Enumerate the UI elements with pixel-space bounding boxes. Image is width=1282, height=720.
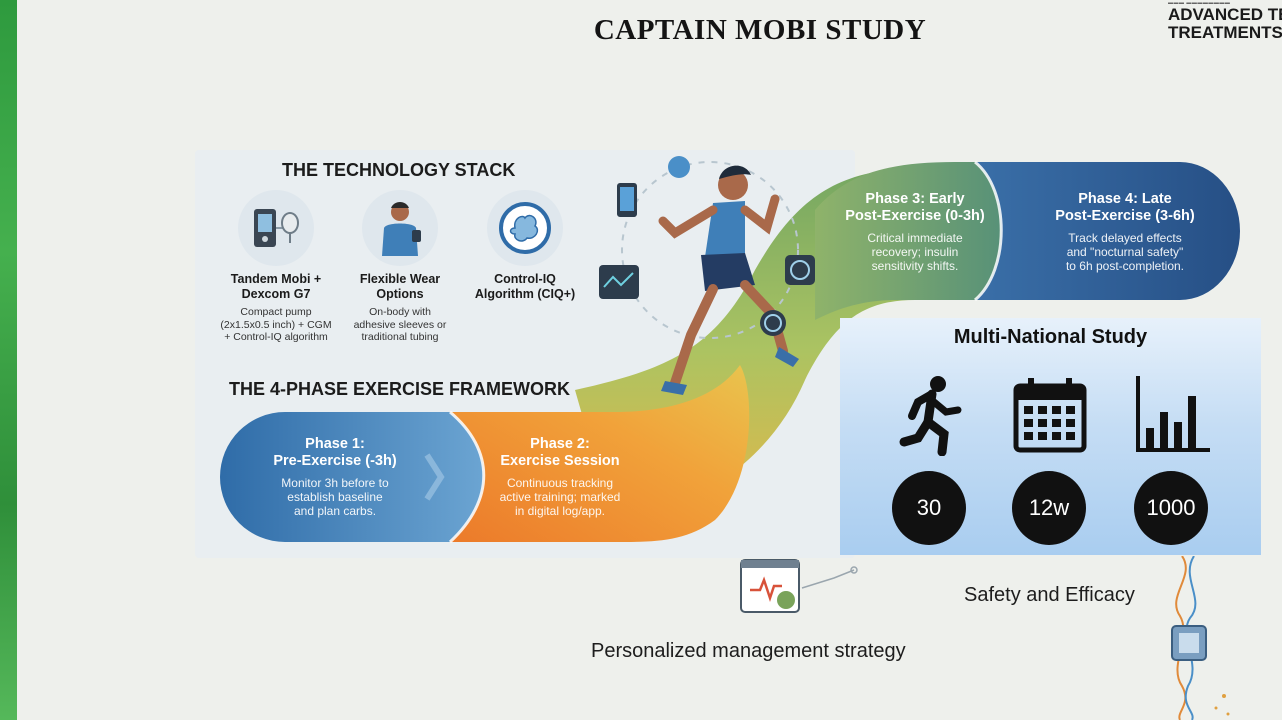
infographic-panel: THE TECHNOLOGY STACK Tandem Mobi + Dexco… <box>195 150 1260 558</box>
study-heading: Multi-National Study <box>953 326 1148 348</box>
phase-4-shape <box>975 162 1240 300</box>
phase-2-shape <box>450 365 750 542</box>
phase-1-shape <box>220 412 495 542</box>
phase-arrow <box>424 453 445 501</box>
app-log-icon <box>740 559 858 613</box>
tech-wear-desc: On-body with adhesive sleeves or traditi… <box>353 306 447 343</box>
runner-icon <box>899 376 962 456</box>
phase-4-card: Phase 4: Late Post-Exercise (3-6h) Track… <box>1030 191 1220 273</box>
tech-wear-name: Flexible Wear Options <box>359 272 441 301</box>
phase-4-title: Phase 4: Late Post-Exercise (3-6h) <box>1055 191 1195 224</box>
logo-fine-print: ▬▬▬ ▬▬▬▬▬▬▬▬ <box>1168 0 1231 6</box>
logo-line-1: ADVANCED TEC <box>1168 5 1282 24</box>
multi-national-study-box: Multi-National Study 30 12w 1000 <box>840 318 1261 555</box>
phase-3-desc: Critical immediate recovery; insulin sen… <box>867 231 963 273</box>
slide-title: CAPTAIN MOBI STUDY <box>593 14 927 46</box>
tech-item-wear: Flexible Wear Options On-body with adhes… <box>338 190 462 344</box>
strategy-caption: Personalized management strategy <box>591 640 906 662</box>
left-green-band <box>0 0 17 720</box>
phase-1-title: Phase 1: Pre-Exercise (-3h) <box>273 436 397 469</box>
phase-2-desc: Continuous tracking active training; mar… <box>499 476 621 518</box>
framework-heading: THE 4-PHASE EXERCISE FRAMEWORK <box>229 379 571 399</box>
stat-total: 1000 <box>1134 471 1208 545</box>
phase-3-shape <box>815 162 1030 320</box>
tech-item-algorithm: Control-IQ Algorithm (CIQ+) <box>465 190 585 302</box>
phase-1-desc: Monitor 3h before to establish baseline … <box>281 476 389 518</box>
wearer-icon <box>362 190 438 266</box>
insulin-pump-icon <box>238 190 314 266</box>
tech-algorithm-name: Control-IQ Algorithm (CIQ+) <box>474 272 576 301</box>
runner-illustration <box>599 156 815 395</box>
tech-item-pump: Tandem Mobi + Dexcom G7 Compact pump (2x… <box>215 190 337 344</box>
tech-pump-desc: Compact pump (2x1.5x0.5 inch) + CGM + Co… <box>220 306 332 343</box>
bar-chart-icon <box>1136 376 1210 452</box>
corner-logo: ▬▬▬ ▬▬▬▬▬▬▬▬ ADVANCED TEC TREATMENTS F <box>1168 0 1282 42</box>
phase-2-card: Phase 2: Exercise Session Continuous tra… <box>465 436 655 518</box>
brain-chip-icon <box>487 190 563 266</box>
circuit-chip-decoration <box>1171 556 1230 720</box>
phase-4-desc: Track delayed effects and "nocturnal saf… <box>1065 231 1185 273</box>
logo-line-2: TREATMENTS F <box>1168 23 1282 42</box>
calendar-icon <box>1013 378 1087 453</box>
stat-participants: 30 <box>892 471 966 545</box>
phase-ribbon <box>220 160 1240 544</box>
stat-duration: 12w <box>1012 471 1086 545</box>
phase-2-title: Phase 2: Exercise Session <box>500 436 620 469</box>
safety-efficacy-caption: Safety and Efficacy <box>964 584 1135 606</box>
technology-stack-heading: THE TECHNOLOGY STACK <box>282 160 516 180</box>
phase-1-card: Phase 1: Pre-Exercise (-3h) Monitor 3h b… <box>235 436 435 518</box>
tech-pump-name: Tandem Mobi + Dexcom G7 <box>230 272 322 301</box>
phase-3-title: Phase 3: Early Post-Exercise (0-3h) <box>845 191 985 224</box>
phase-3-card: Phase 3: Early Post-Exercise (0-3h) Crit… <box>820 191 1010 273</box>
